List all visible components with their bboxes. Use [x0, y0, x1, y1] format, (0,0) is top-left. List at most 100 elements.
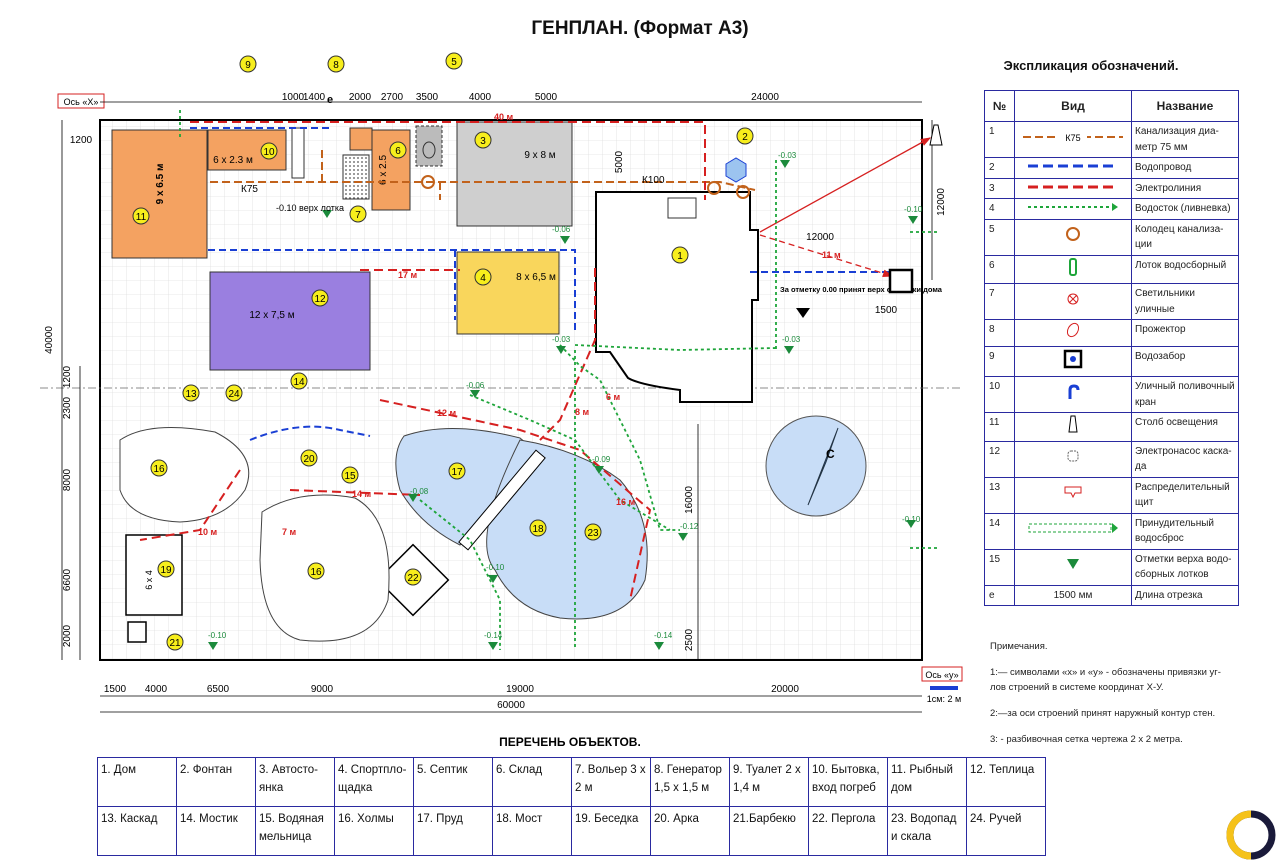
- svg-text:-0.10: -0.10: [208, 631, 227, 640]
- dim-top-2700: 2700: [381, 92, 404, 103]
- page-title: ГЕНПЛАН. (Формат А3): [531, 18, 749, 39]
- house-zero-note: За отметку 0.00 принят верх отмостки дом…: [780, 285, 943, 294]
- legend-row-name: Уличный поливочный кран: [1131, 376, 1239, 413]
- svg-text:60000: 60000: [497, 700, 525, 711]
- level-mark-icon: [1014, 548, 1132, 586]
- svg-text:4: 4: [480, 273, 486, 284]
- svg-text:15: 15: [344, 471, 356, 482]
- object-cell: 14. Мостик: [176, 806, 256, 856]
- object-cell: 8. Генератор 1,5 х 1,5 м: [650, 757, 730, 807]
- legend-row-name: Электронасос каска-да: [1131, 440, 1239, 478]
- street-lamp-icon: [1014, 283, 1132, 320]
- sewer-line-icon: К75: [1014, 121, 1132, 158]
- lamp-post: [929, 124, 943, 146]
- object-cell: 20. Арка: [650, 806, 730, 856]
- legend-row-name: Электролиния: [1131, 177, 1239, 199]
- notes: Примечания. 1:— символами «х» и «у» - об…: [990, 640, 1235, 759]
- legend-row-num: 7: [984, 283, 1015, 320]
- site-plan-drawing: Ось «Х» Ось «у» 1см: 2 м 1000 1400 2000 …: [40, 52, 963, 713]
- svg-text:-0.08: -0.08: [410, 487, 429, 496]
- svg-text:К75: К75: [241, 184, 258, 195]
- objects-title: ПЕРЕЧЕНЬ ОБЪЕКТОВ.: [499, 735, 641, 749]
- legend-row-num: 9: [984, 345, 1015, 377]
- legend-row-num: 2: [984, 157, 1015, 179]
- svg-text:6: 6: [395, 146, 401, 157]
- svg-text:8000: 8000: [62, 468, 73, 491]
- svg-text:1500: 1500: [104, 684, 127, 695]
- faucet-icon: [1014, 376, 1132, 413]
- lamp-post-icon: [1067, 415, 1079, 436]
- legend-row-name: Колодец канализа-ции: [1131, 218, 1239, 256]
- notes-title: Примечания.: [990, 641, 1048, 652]
- sewer-well-2: [707, 181, 721, 195]
- object-cell: 5. Септик: [413, 757, 493, 807]
- object-cell: 4. Спортпло-щадка: [334, 757, 414, 807]
- svg-text:8 х 6,5 м: 8 х 6,5 м: [516, 272, 556, 283]
- object-cell: 15. Водяная мельница: [255, 806, 335, 856]
- legend-row-num: 1: [984, 121, 1015, 158]
- legend-row-num: 12: [984, 440, 1015, 478]
- legend-row-num: 4: [984, 198, 1015, 220]
- svg-text:10 м: 10 м: [198, 527, 218, 537]
- object-cell: 19. Беседка: [571, 806, 651, 856]
- note-1: 1:— символами «х» и «у» - обозначены при…: [990, 667, 1221, 693]
- svg-text:5: 5: [451, 57, 457, 68]
- svg-text:1: 1: [677, 251, 683, 262]
- svg-text:-0.10 верх лотка: -0.10 верх лотка: [276, 203, 344, 213]
- object-cell: 10. Бытовка, вход погреб: [808, 757, 888, 807]
- svg-text:16 м: 16 м: [616, 497, 636, 507]
- legend-row-name: Отметки верха водо-сборных лотков: [1131, 548, 1239, 586]
- legend-row-name: Водозабор: [1131, 345, 1239, 377]
- legend-row-name: Водопровод: [1131, 157, 1239, 179]
- svg-text:-0.14: -0.14: [654, 631, 673, 640]
- svg-text:1200: 1200: [62, 365, 73, 388]
- drain-line: [179, 110, 940, 650]
- object-cell: 24. Ручей: [966, 806, 1046, 856]
- object-cell: 21.Барбекю: [729, 806, 809, 856]
- building-6-storage: 6 х 2.5: [371, 129, 411, 211]
- object-cell: 1. Дом: [97, 757, 177, 807]
- object-cell: 23. Водопад и скала: [887, 806, 967, 856]
- svg-text:9 х 6.5 м: 9 х 6.5 м: [155, 164, 166, 205]
- legend-row: 9 Водозабор: [984, 345, 1239, 377]
- axis-x-label: Ось «Х»: [64, 97, 99, 107]
- water-line: [190, 127, 900, 441]
- svg-text:17: 17: [451, 467, 463, 478]
- svg-text:6600: 6600: [62, 568, 73, 591]
- legend-row-num: 10: [984, 376, 1015, 413]
- svg-text:-0.14: -0.14: [484, 631, 503, 640]
- legend-row-num: 6: [984, 254, 1015, 284]
- hill-16-left: [119, 427, 250, 523]
- distribution-board-icon: [1063, 486, 1083, 502]
- sewer-line: [210, 150, 756, 200]
- power-line-icon: [1028, 183, 1118, 194]
- water-intake-icon: [1014, 345, 1132, 377]
- svg-text:40 м: 40 м: [494, 112, 514, 122]
- building-5-septic: [415, 125, 443, 167]
- dim-top-1400: 1400: [303, 92, 326, 103]
- drain-line-icon: [1028, 203, 1118, 214]
- gutter-icon: [1068, 257, 1078, 279]
- sewer-well-icon: [1014, 218, 1132, 256]
- svg-text:13: 13: [185, 389, 197, 400]
- object-cell: 11. Рыбный дом: [887, 757, 967, 807]
- svg-text:19: 19: [160, 565, 172, 576]
- legend-row-view: 1500 мм: [1014, 584, 1132, 606]
- svg-text:6 х 2.3 м: 6 х 2.3 м: [213, 155, 253, 166]
- object-cell: 13. Каскад: [97, 806, 177, 856]
- logo-icon: [1226, 810, 1276, 860]
- svg-text:12: 12: [314, 294, 326, 305]
- svg-text:6500: 6500: [207, 684, 230, 695]
- note-2: 2:—за оси строений принят наружный конту…: [990, 707, 1216, 719]
- power-line-icon: [1014, 177, 1132, 199]
- svg-text:2300: 2300: [62, 396, 73, 419]
- svg-text:12 м: 12 м: [437, 408, 457, 418]
- object-cell: 18. Мост: [492, 806, 572, 856]
- svg-text:14: 14: [293, 377, 305, 388]
